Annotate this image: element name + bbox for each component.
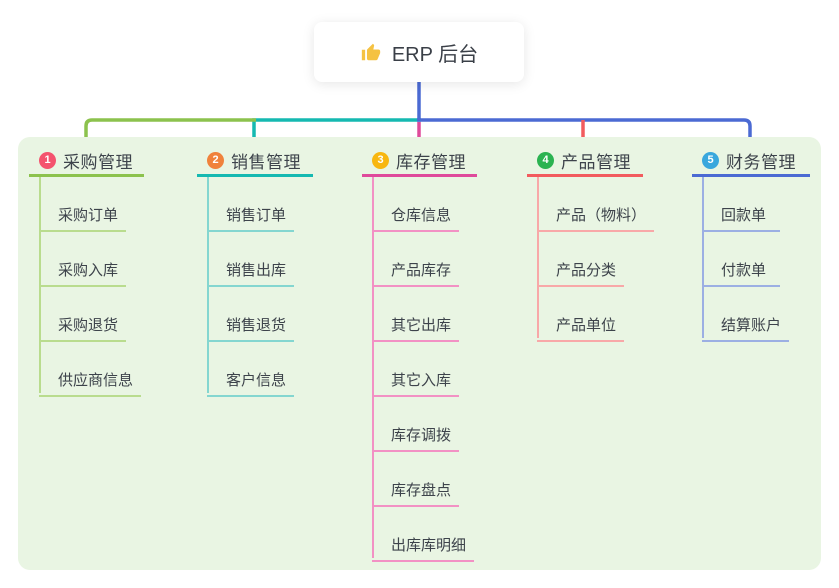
branch-children: 产品（物料） 产品分类 产品单位 [527, 177, 655, 342]
child-node[interactable]: 产品库存 [372, 232, 460, 287]
child-node[interactable]: 销售退货 [207, 287, 295, 342]
branch-index-badge: 1 [39, 152, 56, 169]
child-label: 销售退货 [226, 317, 287, 334]
child-label: 库存盘点 [391, 482, 452, 499]
child-node[interactable]: 其它出库 [372, 287, 460, 342]
child-label: 产品单位 [556, 317, 617, 334]
branch-child-connector [207, 177, 209, 393]
branch-children: 回款单 付款单 结算账户 [692, 177, 810, 342]
branch-node[interactable]: 2 销售管理 [197, 147, 313, 177]
child-node[interactable]: 回款单 [702, 177, 780, 232]
child-node[interactable]: 库存调拨 [372, 397, 460, 452]
child-node[interactable]: 采购退货 [39, 287, 127, 342]
child-label: 产品库存 [391, 262, 452, 279]
child-node[interactable]: 结算账户 [702, 287, 790, 342]
branches-panel [18, 137, 821, 570]
child-label: 客户信息 [226, 372, 287, 389]
child-label: 付款单 [721, 262, 767, 279]
branch-5: 5 财务管理 回款单 付款单 结算账户 [692, 147, 810, 342]
branch-title: 财务管理 [726, 153, 796, 172]
child-label: 结算账户 [721, 317, 782, 334]
root-label: ERP 后台 [391, 43, 479, 66]
child-node[interactable]: 供应商信息 [39, 342, 142, 397]
child-label: 采购退货 [58, 317, 119, 334]
thumbs-up-icon [361, 43, 380, 61]
child-label: 回款单 [721, 207, 767, 224]
branch-index-badge: 3 [372, 152, 389, 169]
branch-title: 产品管理 [561, 153, 631, 172]
child-label: 库存调拨 [391, 427, 452, 444]
child-label: 采购入库 [58, 262, 119, 279]
root-node[interactable]: ERP 后台 [314, 22, 524, 82]
child-label: 产品（物料） [556, 207, 647, 224]
branch-3: 3 库存管理 仓库信息 产品库存 其它出库 其它入库 库存调拨 库存盘点 出库库… [362, 147, 477, 562]
branch-child-connector [537, 177, 539, 338]
branch-children: 仓库信息 产品库存 其它出库 其它入库 库存调拨 库存盘点 出库库明细 [362, 177, 477, 562]
child-node[interactable]: 采购订单 [39, 177, 127, 232]
branch-node[interactable]: 1 采购管理 [29, 147, 144, 177]
child-label: 其它入库 [391, 372, 452, 389]
child-label: 其它出库 [391, 317, 452, 334]
child-node[interactable]: 产品分类 [537, 232, 625, 287]
branch-index-badge: 4 [537, 152, 554, 169]
child-label: 销售出库 [226, 262, 287, 279]
branch-title: 采购管理 [63, 153, 133, 172]
branch-title: 销售管理 [231, 153, 301, 172]
child-node[interactable]: 出库库明细 [372, 507, 475, 562]
child-node[interactable]: 客户信息 [207, 342, 295, 397]
child-label: 采购订单 [58, 207, 119, 224]
child-label: 仓库信息 [391, 207, 452, 224]
branch-child-connector [39, 177, 41, 393]
branch-4: 4 产品管理 产品（物料） 产品分类 产品单位 [527, 147, 655, 342]
branch-node[interactable]: 4 产品管理 [527, 147, 643, 177]
branch-children: 采购订单 采购入库 采购退货 供应商信息 [29, 177, 144, 397]
child-node[interactable]: 采购入库 [39, 232, 127, 287]
branch-child-connector [372, 177, 374, 558]
child-node[interactable]: 产品（物料） [537, 177, 655, 232]
branch-1: 1 采购管理 采购订单 采购入库 采购退货 供应商信息 [29, 147, 144, 397]
branch-index-badge: 5 [702, 152, 719, 169]
child-node[interactable]: 产品单位 [537, 287, 625, 342]
child-label: 产品分类 [556, 262, 617, 279]
child-node[interactable]: 仓库信息 [372, 177, 460, 232]
child-node[interactable]: 其它入库 [372, 342, 460, 397]
child-node[interactable]: 销售订单 [207, 177, 295, 232]
branch-node[interactable]: 3 库存管理 [362, 147, 477, 177]
child-node[interactable]: 销售出库 [207, 232, 295, 287]
child-label: 供应商信息 [58, 372, 134, 389]
branch-title: 库存管理 [396, 153, 466, 172]
branch-node[interactable]: 5 财务管理 [692, 147, 810, 177]
child-label: 销售订单 [226, 207, 287, 224]
branch-index-badge: 2 [207, 152, 224, 169]
child-label: 出库库明细 [391, 537, 467, 554]
child-node[interactable]: 库存盘点 [372, 452, 460, 507]
child-node[interactable]: 付款单 [702, 232, 780, 287]
branch-children: 销售订单 销售出库 销售退货 客户信息 [197, 177, 313, 397]
branch-2: 2 销售管理 销售订单 销售出库 销售退货 客户信息 [197, 147, 313, 397]
branch-child-connector [702, 177, 704, 338]
